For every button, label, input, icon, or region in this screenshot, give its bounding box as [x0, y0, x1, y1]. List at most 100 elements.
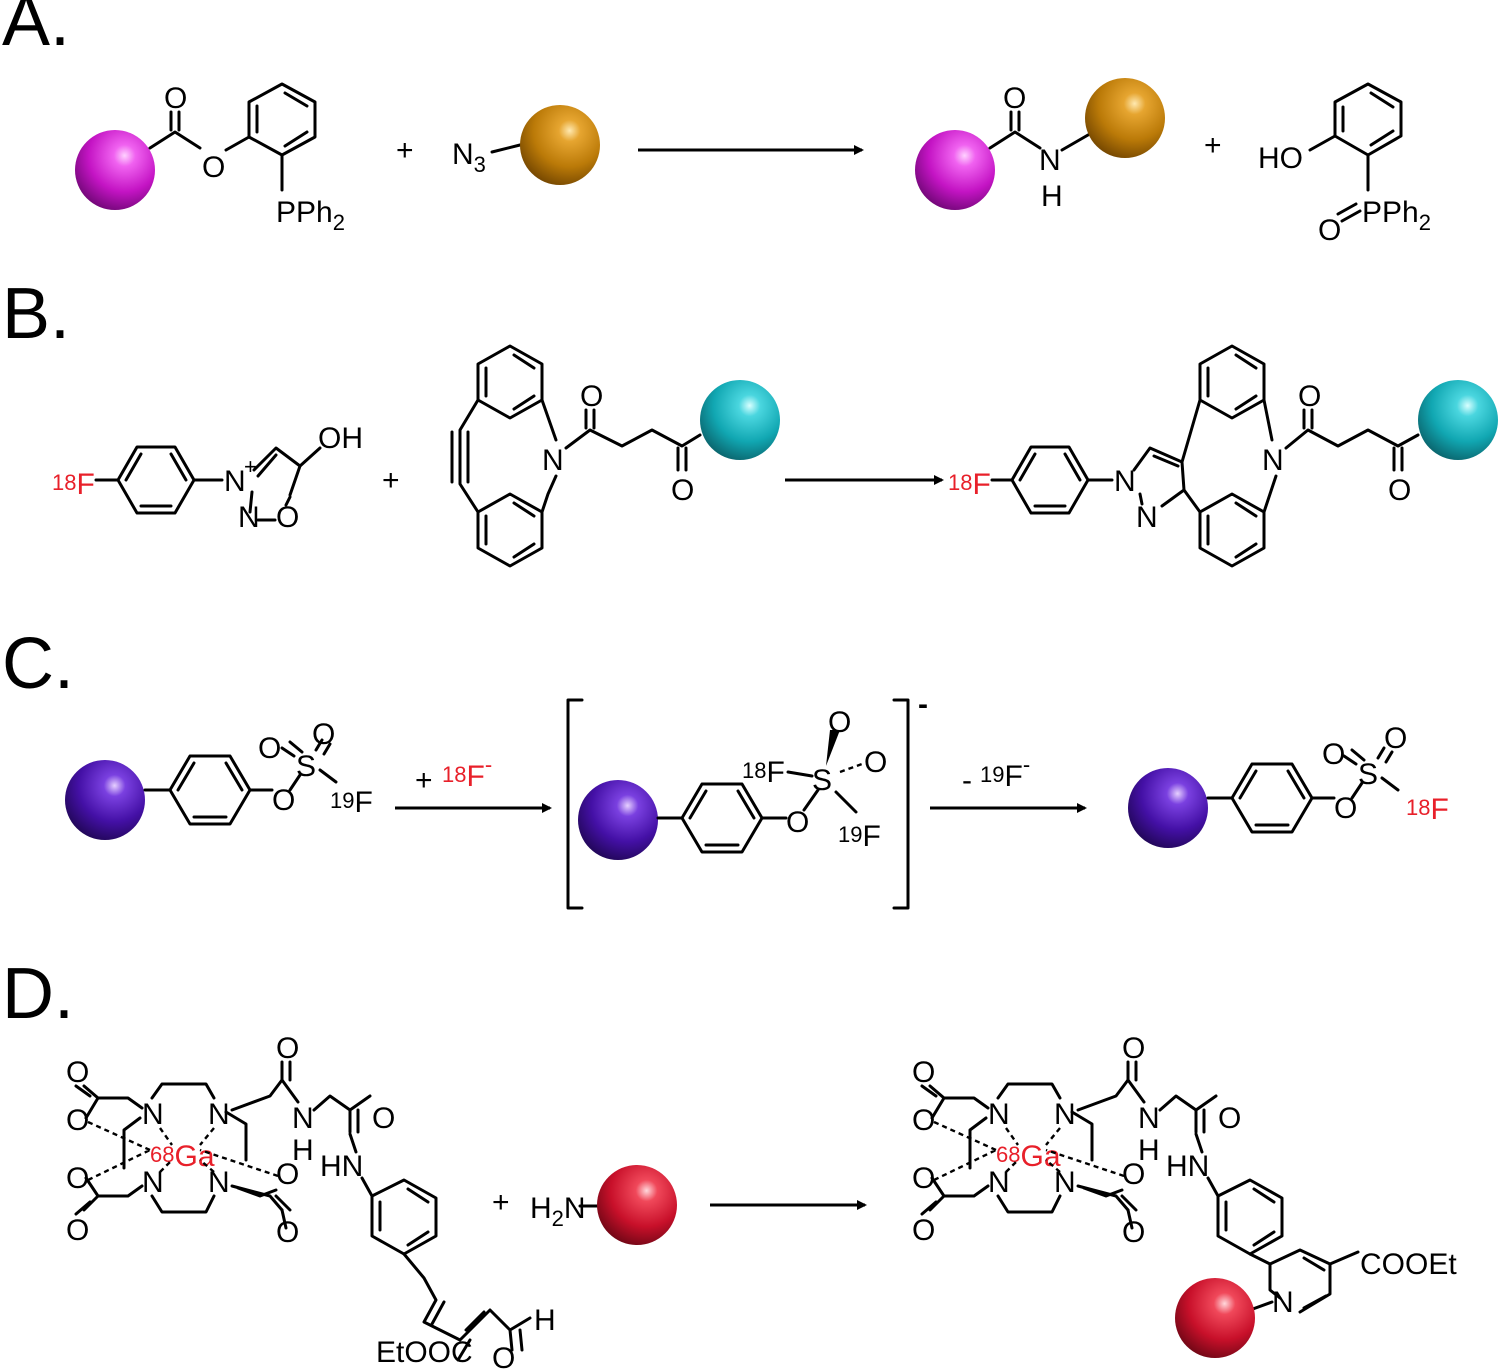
- p-h-amide-1: H: [1138, 1134, 1160, 1167]
- intermediate-o-right: O: [864, 746, 887, 779]
- n-top-right: N: [208, 1098, 230, 1131]
- h2n-label: H2N: [530, 1192, 586, 1231]
- o-dota-6: O: [276, 1216, 299, 1249]
- p-n-top-left: N: [988, 1098, 1010, 1131]
- sydnone-oh: OH: [318, 422, 363, 455]
- gold-sphere: [520, 105, 600, 185]
- product-chain: [1284, 408, 1420, 472]
- s-f19-bond: [834, 790, 858, 814]
- left-bracket: [566, 698, 584, 910]
- macrocycle-bonds: [122, 1078, 284, 1214]
- dbco-alkyne: [450, 398, 480, 514]
- p-n-bottom-right: N: [1054, 1166, 1076, 1199]
- panel-b: B. 18F N + N O OH + N O O 18F N N: [2, 274, 1498, 568]
- phosphine-oxygen: O: [1318, 214, 1341, 247]
- p-o-6: O: [1122, 1216, 1145, 1249]
- product-fluoroaryl-ring: [1010, 445, 1090, 515]
- plus-sign-d: +: [492, 1186, 510, 1219]
- product-o1: O: [1298, 380, 1321, 413]
- crimson-sphere: [597, 1165, 677, 1245]
- o-dota-1: O: [66, 1056, 89, 1089]
- o-amide-1: O: [276, 1032, 299, 1065]
- pyrazole-ring: [1132, 446, 1186, 508]
- dbco-chain: [564, 408, 702, 472]
- f19-label: 19F: [330, 786, 373, 819]
- violet-sphere: [65, 760, 145, 840]
- sydnone-ring: [248, 446, 302, 522]
- product-sulfonyl-o2: O: [1384, 722, 1407, 755]
- product-sulfur: S: [1358, 758, 1378, 791]
- o-dota-3: O: [66, 1162, 89, 1195]
- p-hn-aryl-bond: [1206, 1176, 1220, 1198]
- cyan-sphere-product: [1418, 380, 1498, 460]
- dbco-n: N: [542, 444, 564, 477]
- amide-hydrogen: H: [1041, 180, 1063, 213]
- p-hn-bond: [1194, 1132, 1204, 1154]
- product-bottom-ring: [1198, 492, 1266, 568]
- panel-c-label: C.: [2, 624, 74, 704]
- sulfur: S: [296, 750, 316, 783]
- sydnone-o: O: [276, 501, 299, 534]
- p-o-double-bond: [1336, 202, 1362, 223]
- pyrazole-n2: N: [1136, 501, 1158, 534]
- dihydropyridine: [1248, 1248, 1360, 1314]
- p-n-bottom-left: N: [988, 1166, 1010, 1199]
- bracket-charge: -: [918, 688, 928, 721]
- cyan-sphere: [700, 380, 780, 460]
- oxy-aryl-bond: [224, 135, 251, 152]
- f18-label-product: 18F: [948, 468, 991, 501]
- p-hn-label: HN: [1166, 1150, 1209, 1183]
- ho-label: HO: [1258, 142, 1303, 175]
- p-o-3: O: [912, 1162, 935, 1195]
- panel-b-label: B.: [2, 274, 70, 354]
- o-dota-5: O: [276, 1158, 299, 1191]
- wedge-bond: [826, 730, 840, 766]
- amide-oxygen: O: [1003, 82, 1026, 115]
- product-sulfonyl-o1: O: [1322, 738, 1345, 771]
- product-sulfonyl-oxy: O: [1334, 792, 1357, 825]
- p-o-1: O: [912, 1056, 935, 1089]
- arrow1-plus: +: [415, 764, 433, 797]
- acetate-arms-left: [74, 1084, 144, 1216]
- panel-c: C. O S O O 19F + 18F- - O S O O 18F: [2, 624, 1449, 910]
- violet-sphere-intermediate: [578, 780, 658, 860]
- o-dota-2: O: [66, 1104, 89, 1137]
- o-s-bond: [288, 773, 302, 792]
- panel-d: D. N N N N 68Ga O O O O O O O N H O HN: [2, 954, 1457, 1372]
- etooc-label: EtOOC: [376, 1336, 473, 1369]
- n-top-left: N: [142, 1098, 164, 1131]
- arrow2-f19: 19F-: [980, 752, 1030, 793]
- intermediate-f18: 18F: [742, 756, 785, 789]
- p-acetate-arm-right: [1082, 1186, 1138, 1230]
- dbco-o2: O: [671, 474, 694, 507]
- carbonyl-oxygen: O: [164, 82, 187, 115]
- oh-aryl-bond: [1308, 134, 1337, 152]
- pyrazole-n1: N: [1114, 465, 1136, 498]
- sydnone-n-plus: N: [224, 465, 246, 498]
- acetate-arm-right: [236, 1186, 292, 1230]
- aryl-ring-2: [1333, 82, 1403, 157]
- sydnone-n: N: [238, 501, 260, 534]
- pph2-oxide-label: PPh2: [1362, 196, 1431, 235]
- p-acetate-arms-left: [920, 1084, 990, 1216]
- product-f18: 18F: [1406, 793, 1449, 826]
- violet-sphere-product: [1128, 768, 1208, 848]
- s-o-double: [280, 738, 332, 758]
- o-dota-4: O: [66, 1214, 89, 1247]
- p-ga68: 68Ga: [996, 1140, 1061, 1173]
- aryl-ring-c1: [168, 754, 252, 826]
- product-o-s-bond: [1350, 781, 1364, 800]
- n-bottom-left: N: [142, 1166, 164, 1199]
- aldehyde-h: H: [534, 1304, 556, 1337]
- dbco-bottom-ring: [476, 492, 544, 568]
- product-aryl-ring-c: [1230, 762, 1314, 834]
- ga-coordination: [87, 1120, 279, 1182]
- diene-chain: [402, 1252, 532, 1362]
- intermediate-o: O: [786, 806, 809, 839]
- product-s-f-bond: [1380, 776, 1400, 792]
- dhp-n: N: [1272, 1286, 1294, 1319]
- intermediate-o-top: O: [828, 706, 851, 739]
- hn-label: HN: [320, 1150, 363, 1183]
- p-n-top-right: N: [1054, 1098, 1076, 1131]
